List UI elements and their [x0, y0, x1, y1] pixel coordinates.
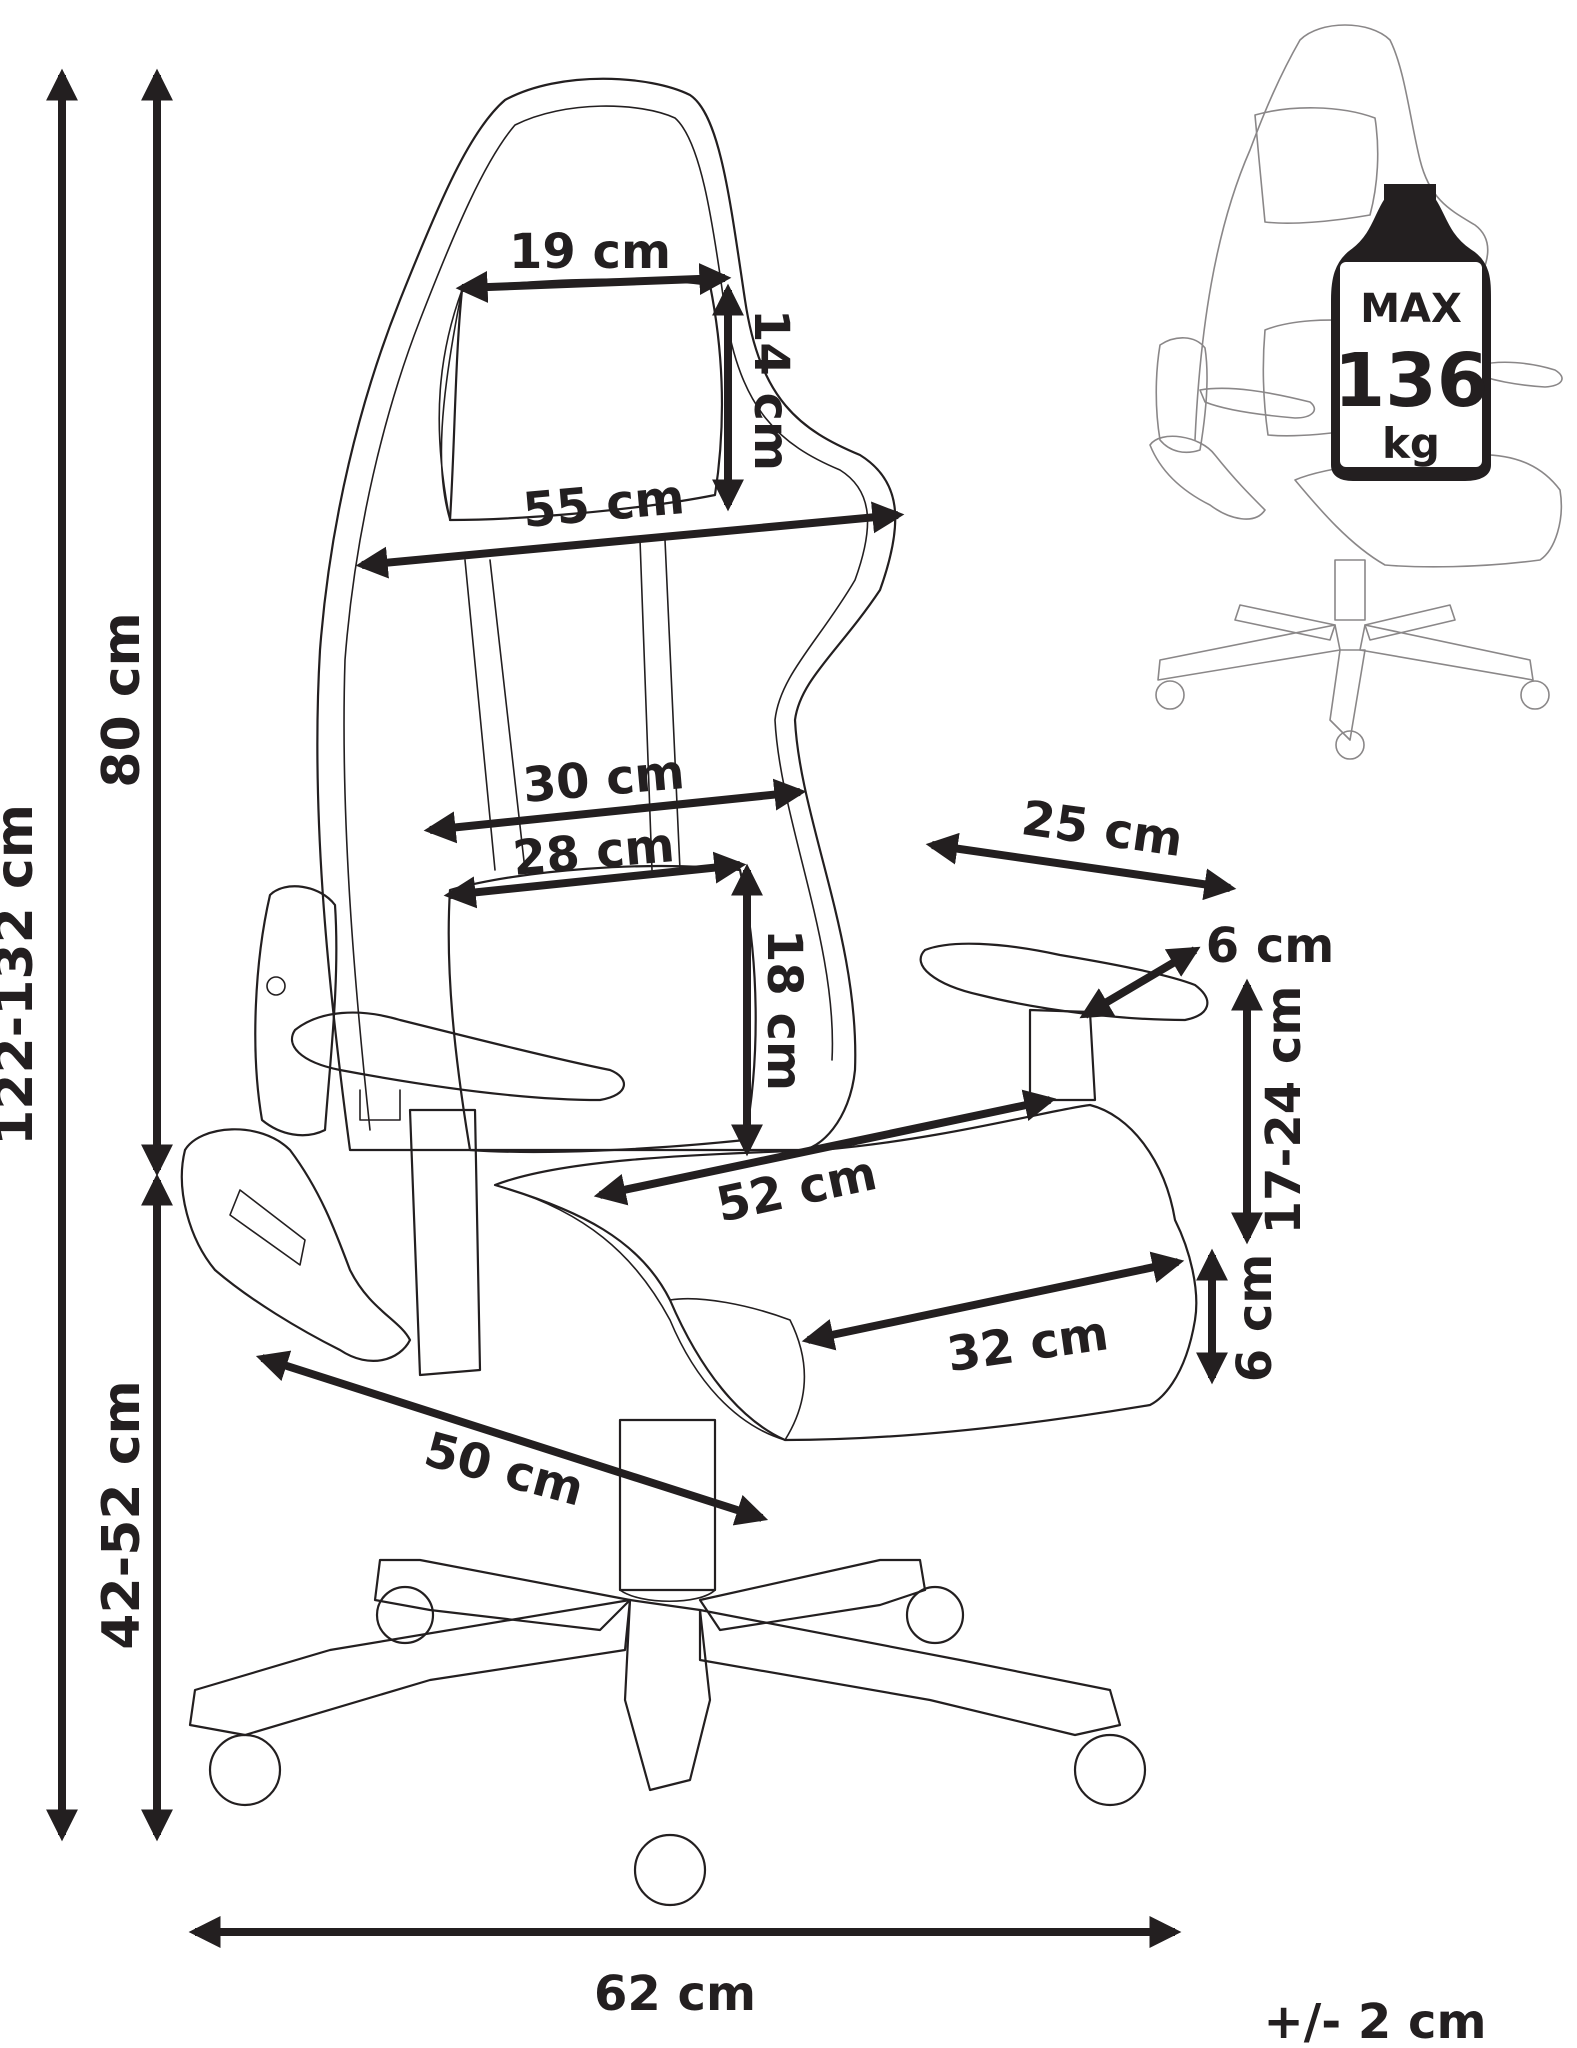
- label-backrest-height: 80 cm: [92, 612, 152, 787]
- max-load-value: 136: [1334, 338, 1488, 424]
- arrow-backrest-width-mid: [423, 778, 807, 844]
- label-seat-width: 32 cm: [944, 1305, 1112, 1383]
- arrow-pillow-width: [455, 262, 732, 304]
- backrest-inner: [343, 105, 869, 1131]
- max-load-unit: kg: [1382, 419, 1440, 468]
- arrow-backrest-width-top: [355, 501, 905, 579]
- label-seat-thickness: 6 cm: [1227, 1254, 1283, 1383]
- gas-lift: [618, 1418, 717, 1592]
- right-armrest-post: [1028, 1008, 1097, 1102]
- weight-icon: MAX 136 kg: [1331, 184, 1491, 481]
- label-base-width: 62 cm: [594, 1966, 756, 2022]
- label-seat-depth: 52 cm: [712, 1145, 882, 1233]
- label-armrest-width: 6 cm: [1206, 918, 1335, 974]
- label-seat-height: 42-52 cm: [92, 1380, 152, 1649]
- label-pillow-height: 14 cm: [743, 309, 799, 471]
- label-total-height: 122-132 cm: [0, 804, 45, 1146]
- label-lumbar-height: 18 cm: [756, 929, 812, 1091]
- label-backrest-width-top: 55 cm: [520, 469, 686, 539]
- label-tolerance: +/- 2 cm: [1264, 1994, 1487, 2048]
- arrow-armrest-length: [925, 832, 1237, 901]
- arrow-seat-overall-depth: [255, 1350, 769, 1526]
- weight-label-panel: [1340, 262, 1482, 467]
- arrow-seat-width: [801, 1251, 1185, 1351]
- max-label: MAX: [1360, 286, 1462, 332]
- base-left-leg: [188, 1598, 632, 1737]
- chair-drawing: [180, 77, 1209, 1907]
- right-armrest: [919, 942, 1209, 1022]
- base-right-leg: [698, 1608, 1122, 1737]
- casters: [208, 1585, 1147, 1907]
- max-load-illustration: MAX 136 kg: [1149, 24, 1563, 760]
- dimension-arrows: [46, 68, 1263, 1948]
- label-pillow-width: 19 cm: [509, 224, 671, 280]
- arrow-lumbar-width: [443, 851, 747, 909]
- recline-mechanism: [180, 1128, 412, 1362]
- lumbar-pillow: [447, 864, 757, 1154]
- left-armrest: [290, 1011, 626, 1102]
- arrow-seat-depth: [593, 1089, 1057, 1206]
- base-back-right-leg: [698, 1558, 927, 1632]
- base-back-left-leg: [373, 1558, 632, 1632]
- arrow-armrest-width: [1079, 946, 1201, 1019]
- label-armrest-height: 17-24 cm: [1256, 986, 1312, 1235]
- label-armrest-length: 25 cm: [1018, 790, 1186, 868]
- base-front-leg: [623, 1598, 712, 1792]
